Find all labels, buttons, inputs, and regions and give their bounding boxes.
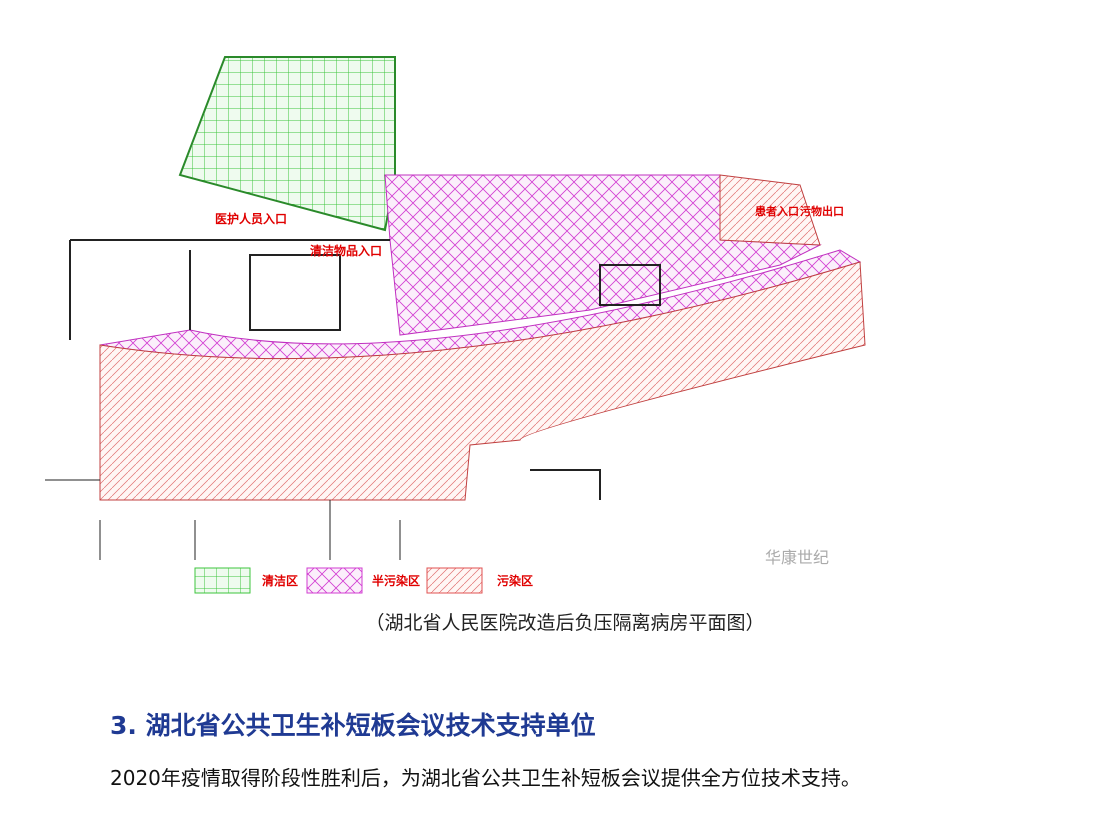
entrance-labels: 医护人员入口 清洁物品入口 患者入口 污物出口	[215, 204, 844, 258]
svg-text:医护人员入口: 医护人员入口	[215, 211, 287, 226]
svg-text:清洁区: 清洁区	[262, 573, 298, 588]
floor-plan-image: 医护人员入口 清洁物品入口 患者入口 污物出口 清洁区 半污染区 污染区 华康世…	[45, 56, 866, 594]
watermark: 华康世纪	[765, 548, 829, 567]
svg-text:半污染区: 半污染区	[372, 573, 420, 588]
svg-text:清洁物品入口: 清洁物品入口	[310, 243, 382, 258]
svg-text:污染区: 污染区	[497, 573, 533, 588]
legend: 清洁区 半污染区 污染区	[194, 567, 533, 594]
figure-caption: （湖北省人民医院改造后负压隔离病房平面图）	[365, 612, 765, 634]
clean-zone	[178, 56, 396, 232]
svg-text:患者入口: 患者入口	[755, 204, 799, 218]
walls	[45, 239, 661, 560]
contaminated-zone	[99, 174, 866, 501]
svg-text:污物出口: 污物出口	[800, 204, 844, 218]
section-heading: 3. 湖北省公共卫生补短板会议技术支持单位	[110, 711, 596, 740]
section-body: 2020年疫情取得阶段性胜利后，为湖北省公共卫生补短板会议提供全方位技术支持。	[110, 766, 861, 790]
